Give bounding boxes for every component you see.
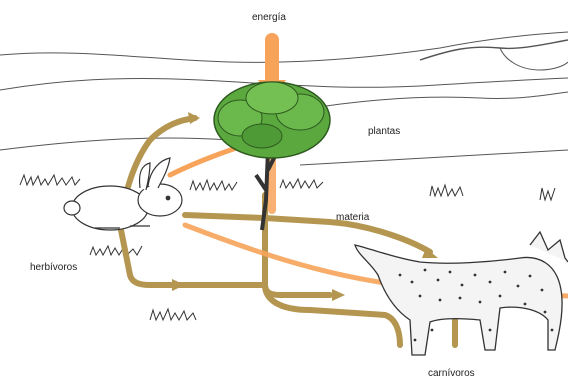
matter-path-herbivore-to-carnivore [185,215,430,252]
label-plants: plantas [368,126,400,137]
matter-path-herbivore-down [120,225,265,285]
label-energy: energía [252,12,286,23]
label-carnivores: carnívoros [428,368,475,379]
label-herbivores: herbívoros [30,262,77,273]
label-matter: materia [336,212,369,223]
lynx-carnivore [355,232,568,355]
rabbit-herbivore [64,158,182,230]
